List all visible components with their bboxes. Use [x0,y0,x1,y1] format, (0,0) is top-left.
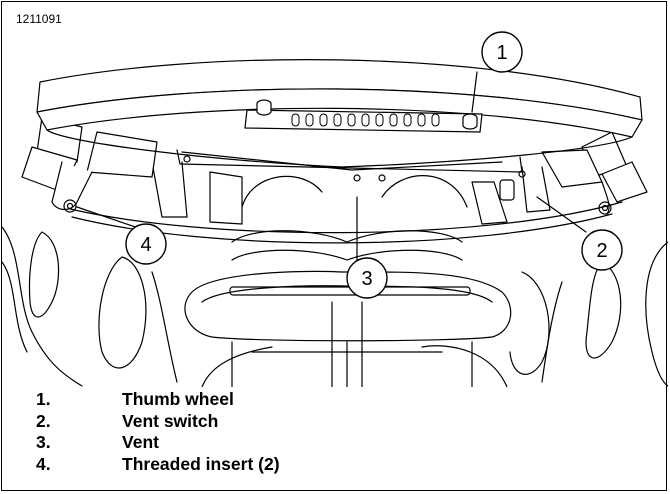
vent-illustration: 1 2 3 4 [2,31,668,387]
legend-item: 1. Thumb wheel [32,389,632,411]
legend-number: 3. [36,432,51,453]
legend-label: Vent [122,432,159,453]
legend-label: Threaded insert (2) [122,453,280,474]
callout-2-label: 2 [596,240,607,262]
figure-id: 1211091 [16,12,62,26]
legend-number: 4. [36,453,51,474]
legend-item: 3. Vent [32,432,632,454]
legend-label: Vent switch [122,410,219,431]
legend-number: 2. [36,410,51,431]
callout-3-circle [346,257,388,299]
legend-item: 2. Vent switch [32,411,632,433]
legend-list: 1. Thumb wheel 2. Vent switch 3. Vent 4.… [32,389,632,475]
legend-number: 1. [36,389,51,410]
callout-2-circle [581,229,623,271]
legend-label: Thumb wheel [122,389,234,410]
callout-4-circle [125,223,167,265]
legend-item: 4. Threaded insert (2) [32,454,632,476]
callout-3-label: 3 [361,268,372,290]
callout-1-label: 1 [496,42,507,64]
callout-1-circle [481,31,523,73]
callout-4-label: 4 [140,234,151,256]
